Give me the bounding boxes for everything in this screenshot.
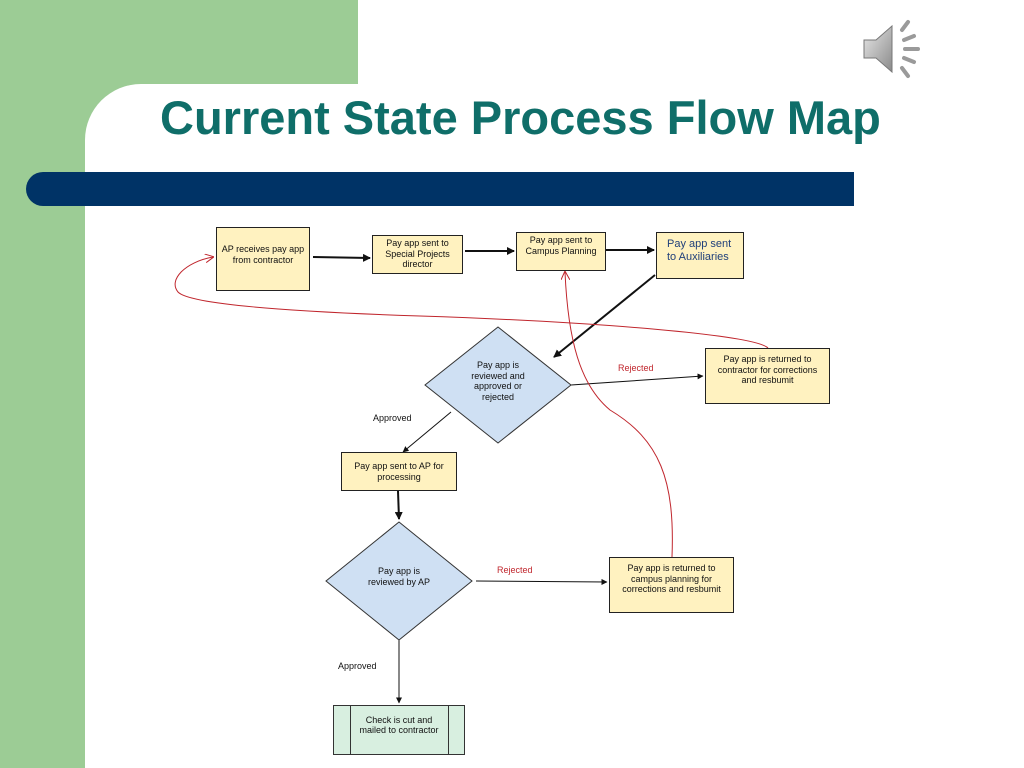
- edge-label-approved-2: Approved: [338, 661, 377, 671]
- edge-label-rejected-1: Rejected: [618, 363, 654, 373]
- node-returned-to-contractor: Pay app is returned to contractor for co…: [705, 348, 830, 404]
- decision-ap-review-label: Pay app is reviewed by AP: [367, 566, 431, 587]
- edge-review-approved: [402, 411, 452, 453]
- title-underline-bar: [26, 172, 854, 206]
- edge-aux-to-review: [553, 274, 656, 358]
- edge-label-rejected-2: Rejected: [497, 565, 533, 575]
- node-returned-to-campus: Pay app is returned to campus planning f…: [609, 557, 734, 613]
- decision-review-approve-label: Pay app is reviewed and approved or reje…: [471, 360, 525, 402]
- node-sent-special-projects: Pay app sent to Special Projects directo…: [372, 235, 463, 274]
- terminal-check-cut: Check is cut and mailed to contractor: [333, 705, 465, 755]
- terminal-left-rule: [350, 706, 351, 754]
- slide-title: Current State Process Flow Map: [160, 91, 881, 144]
- edge-ap-to-apreview: [394, 490, 403, 520]
- loop-contractor-to-ap: [174, 257, 769, 349]
- edge-review-rejected: [570, 373, 704, 386]
- speaker-icon[interactable]: [858, 16, 930, 82]
- node-sent-campus-planning: Pay app sent to Campus Planning: [516, 232, 606, 271]
- edge-label-approved-1: Approved: [373, 413, 412, 423]
- edge-ap-to-special: [312, 253, 371, 262]
- top-white-area: [358, 0, 1024, 90]
- terminal-right-rule: [448, 706, 449, 754]
- edge-apreview-rejected: [475, 578, 608, 585]
- node-ap-receives: AP receives pay app from contractor: [216, 227, 310, 291]
- node-sent-auxiliaries: Pay app sent to Auxiliaries: [656, 232, 744, 279]
- terminal-check-cut-label: Check is cut and mailed to contractor: [359, 715, 439, 735]
- node-sent-to-ap: Pay app sent to AP for processing: [341, 452, 457, 491]
- loop-campus-to-campus-planning: [565, 272, 673, 558]
- decision-ap-review: [325, 521, 473, 641]
- decision-review-approve: [424, 326, 572, 444]
